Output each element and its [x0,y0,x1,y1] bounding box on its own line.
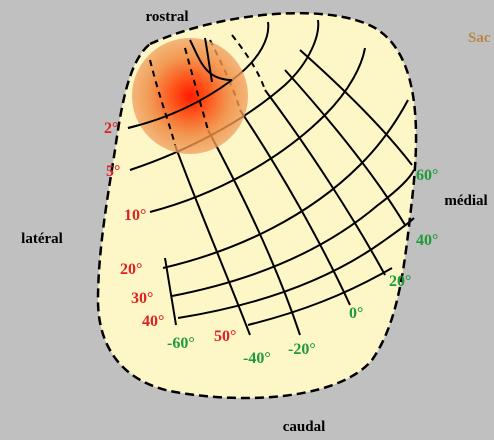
elevation-label-5: 5° [106,163,120,180]
elevation-label-2: 2° [104,120,118,137]
azimuth-line-minus60 [164,257,177,326]
azimuth-line-minus20 [207,129,301,336]
hotspot-overlay-lines [127,37,233,129]
label-lateral: latéral [21,231,63,247]
label-cut-off: Sac [468,30,491,46]
azimuth-label-minus20: -20° [288,341,316,358]
elevation-label-10: 10° [124,207,146,224]
azimuth-line-0 [239,109,351,306]
elevation-label-20: 20° [120,261,142,278]
elevation-label-40: 40° [142,313,164,330]
azimuth-line-60 [299,49,413,166]
dashed-line-d [231,34,266,91]
label-medial: médial [444,193,487,209]
azimuth-label-60: 60° [416,167,438,184]
azimuth-label-20: 20° [389,273,411,290]
azimuth-lines [164,49,413,336]
label-caudal: caudal [283,419,326,435]
azimuth-label-40: 40° [416,232,438,249]
elevation-line-10 [149,47,366,213]
azimuth-label-0: 0° [349,305,363,322]
elevation-label-50: 50° [214,328,236,345]
azimuth-line-20 [264,89,386,276]
elevation-line-30 [171,169,415,297]
azimuth-label-minus60: -60° [167,335,195,352]
azimuth-label-minus40: -40° [243,350,271,367]
azimuth-labels: -60° -40° -20° 0° 20° 40° 60° [167,167,438,367]
elevation-line-5 [129,19,320,171]
elevation-labels: 2° 5° 10° 20° 30° 40° 50° [104,120,236,345]
label-rostral: rostral [145,9,188,25]
activity-hotspot [132,38,248,154]
azimuth-line-minus40 [174,144,251,336]
elevation-line-20 [162,99,409,269]
elevation-line-50 [247,267,393,326]
elevation-line-40 [177,217,415,319]
elevation-label-30: 30° [131,290,153,307]
azimuth-line-40 [284,69,406,226]
